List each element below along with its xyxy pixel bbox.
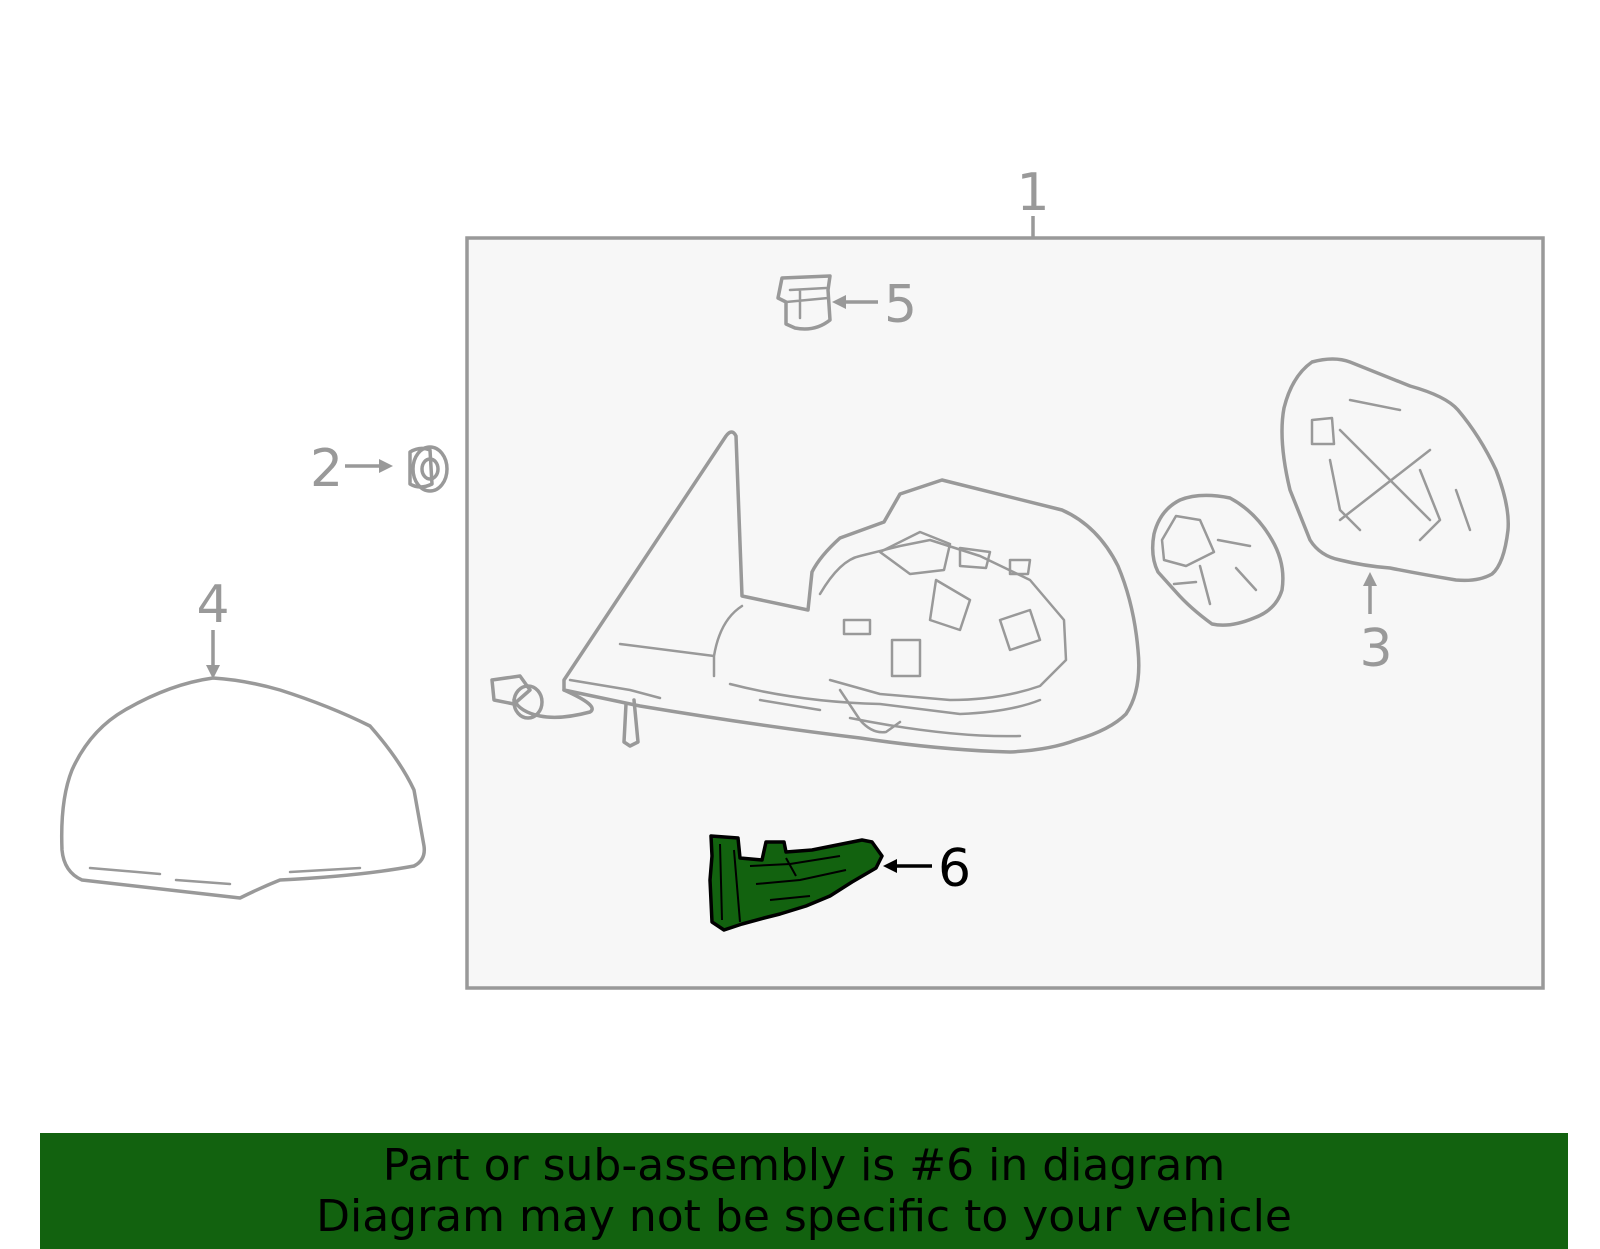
mirror-actuator <box>1150 493 1285 627</box>
callout-4: 4 <box>196 575 229 635</box>
callout-2: 2 <box>310 439 343 499</box>
part-6-turn-signal-lamp <box>708 834 884 932</box>
banner-line-2: Diagram may not be specific to your vehi… <box>316 1191 1292 1242</box>
callout-1: 1 <box>1016 163 1049 223</box>
callout-2-arrowhead <box>379 459 393 473</box>
callout-6-arrowhead <box>883 859 897 873</box>
callout-3: 3 <box>1359 619 1392 679</box>
callout-4-arrowhead <box>206 665 220 679</box>
callout-5: 5 <box>884 275 917 335</box>
mirror-housing <box>562 430 1141 754</box>
info-banner: Part or sub-assembly is #6 in diagram Di… <box>40 1133 1568 1249</box>
callout-3-arrowhead <box>1363 572 1377 586</box>
part-4-cover <box>59 676 427 900</box>
part-3-mirror-glass <box>1280 357 1510 583</box>
part-5-clip <box>776 274 832 331</box>
part-2-grommet <box>408 445 449 493</box>
assembly-box <box>465 236 1545 990</box>
banner-line-1: Part or sub-assembly is #6 in diagram <box>382 1140 1226 1191</box>
callout-5-arrowhead <box>832 295 846 309</box>
callout-6: 6 <box>938 839 971 899</box>
wire-connector <box>490 674 640 748</box>
